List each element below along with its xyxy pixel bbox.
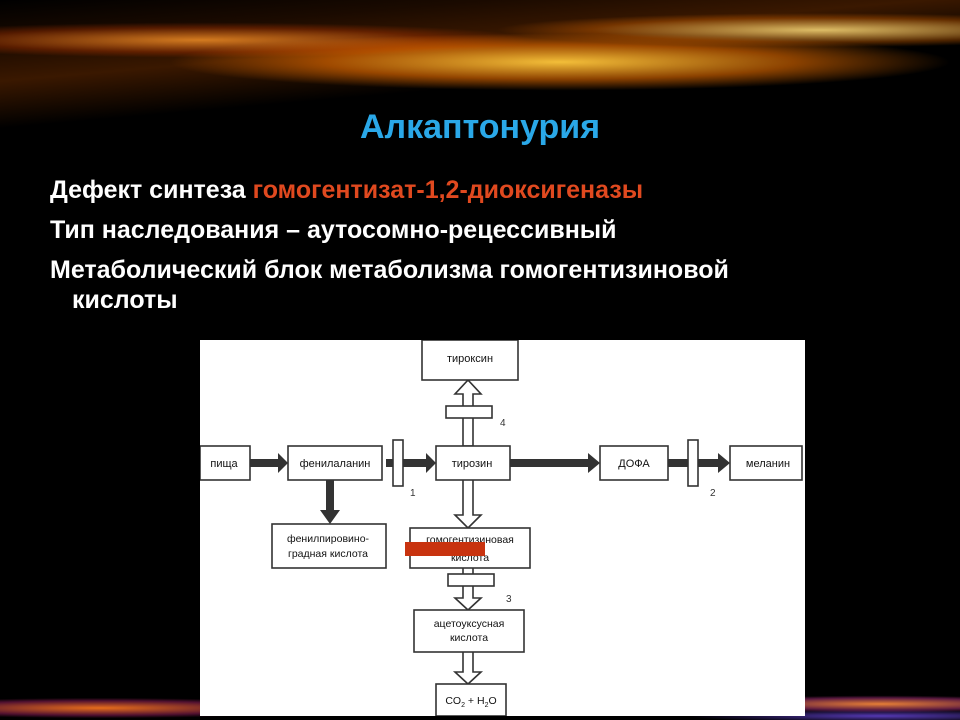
node-thyroxine: тироксин [421, 340, 519, 381]
arrow-homogentisic-to-acetoacetic [452, 564, 484, 612]
node-food: пища [200, 445, 251, 481]
node-thyroxine-label: тироксин [447, 353, 493, 365]
bullet-metabolic-block: Метаболический блок метаболизма гомогент… [50, 250, 910, 316]
decorative-swoosh-top [0, 0, 960, 130]
bullet-metabolic-block-line1: Метаболический блок метаболизма гомогент… [50, 256, 729, 284]
node-phenylpyruvic-line1: фенилпировино- [287, 533, 370, 545]
node-phenylpyruvic-acid: фенилпировино- градная кислота [271, 523, 387, 569]
node-co2-h2o: CO2 + H2O [435, 683, 507, 716]
arrow-phenylalanine-to-tyrosine [386, 453, 436, 473]
node-acetoacetic-line2: кислота [450, 632, 488, 644]
node-melanin: меланин [729, 445, 803, 481]
node-phenylalanine-label: фенилаланин [300, 458, 371, 470]
node-dopa: ДОФА [599, 445, 669, 481]
arrow-tyrosine-to-dopa [510, 453, 600, 473]
pathway-svg: тироксин пища фенилаланин тирозин ДОФА м… [200, 340, 803, 716]
arrow-food-to-phenylalanine [250, 453, 288, 473]
bullet-defect-prefix: Дефект синтеза [50, 176, 253, 204]
node-acetoacetic-acid: ацетоуксусная кислота [413, 609, 525, 653]
node-phenylalanine: фенилаланин [287, 445, 383, 481]
block-number-2: 2 [710, 488, 716, 499]
bullet-metabolic-block-line2: кислоты [72, 286, 178, 314]
arrow-acetoacetic-to-co2 [452, 649, 484, 686]
bullet-inheritance: Тип наследования – аутосомно-рецессивный [50, 216, 617, 244]
node-phenylpyruvic-line2: градная кислота [288, 548, 368, 560]
slide-title: Алкаптонурия [359, 108, 601, 146]
arrow-dopa-to-melanin [668, 453, 730, 473]
bullet-defect-enzyme: гомогентизат-1,2-диоксигеназы [252, 176, 644, 204]
arrow-tyrosine-to-homogentisic [453, 475, 483, 530]
defect-highlight-bar [405, 542, 485, 556]
node-co2-h2o-label: CO2 + H2O [445, 695, 496, 709]
block-number-1: 1 [410, 488, 416, 499]
node-melanin-label: меланин [746, 458, 790, 470]
arrow-phenylalanine-to-phenylpyruvic [320, 476, 340, 524]
bullet-defect: Дефект синтеза гомогентизат-1,2-диоксиге… [50, 170, 910, 210]
node-dopa-label: ДОФА [618, 458, 650, 470]
enzyme-block-1 [392, 439, 404, 487]
block-number-3: 3 [506, 594, 512, 605]
node-acetoacetic-line1: ацетоуксусная [434, 618, 505, 630]
enzyme-block-4 [445, 405, 493, 419]
node-tyrosine-label: тирозин [452, 458, 493, 470]
node-tyrosine: тирозин [435, 445, 511, 481]
node-food-label: пища [210, 458, 238, 470]
block-number-4: 4 [500, 418, 506, 429]
bullet-list: Дефект синтеза гомогентизат-1,2-диоксиге… [50, 170, 910, 316]
enzyme-block-2 [687, 439, 699, 487]
metabolic-pathway-diagram: тироксин пища фенилаланин тирозин ДОФА м… [200, 340, 805, 716]
enzyme-block-3 [447, 573, 495, 587]
